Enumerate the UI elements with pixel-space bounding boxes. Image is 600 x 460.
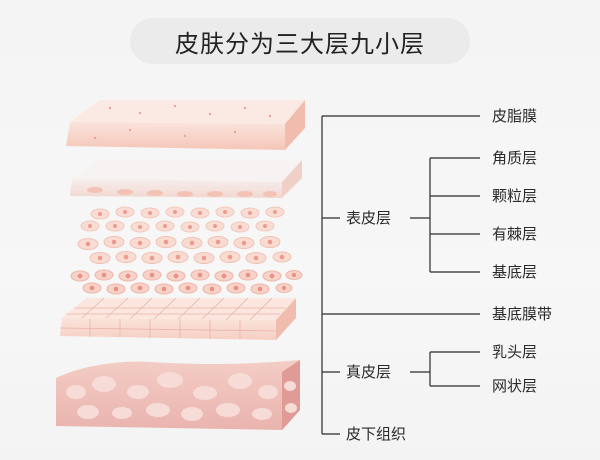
dermis-block	[56, 360, 300, 430]
label-reticular-layer: 网状层	[492, 377, 538, 395]
basal-cells-layer	[70, 269, 303, 295]
connector-lines	[321, 115, 480, 435]
label-epidermis: 表皮层	[346, 209, 392, 227]
sebum-film-layer	[66, 100, 305, 150]
diagram-title: 皮肤分为三大层九小层	[175, 29, 425, 58]
label-papillary-layer: 乳头层	[492, 343, 538, 361]
label-stratum-spinosum: 有棘层	[492, 225, 538, 243]
label-basement-membrane: 基底膜带	[492, 305, 553, 323]
stratum-corneum-layer	[70, 160, 302, 198]
label-stratum-basale: 基底层	[492, 263, 538, 281]
basement-membrane-layer	[59, 297, 296, 340]
label-stratum-corneum: 角质层	[492, 149, 538, 167]
title-pill: 皮肤分为三大层九小层	[130, 18, 470, 64]
label-stratum-granulosum: 颗粒层	[492, 187, 538, 205]
label-dermis: 真皮层	[346, 363, 392, 381]
spinous-cells-layer	[77, 236, 292, 264]
label-subcutis: 皮下组织	[346, 425, 407, 443]
label-sebum-film: 皮脂膜	[492, 107, 538, 125]
granular-cells-layer	[80, 206, 285, 233]
